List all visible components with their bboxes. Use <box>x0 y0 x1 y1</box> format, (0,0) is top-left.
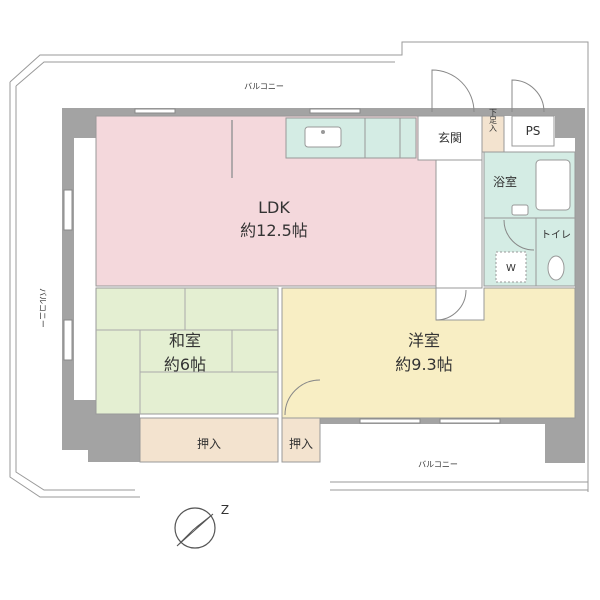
wash-door <box>503 219 535 251</box>
entry-door <box>431 69 475 113</box>
genkan-label: 玄関 <box>438 130 462 145</box>
yoshitsu-name: 洋室 <box>408 331 440 350</box>
balcony-outline <box>9 41 589 498</box>
washitsu-room <box>95 287 279 415</box>
yoshitsu-room <box>281 287 576 419</box>
toilet-icon <box>547 255 565 281</box>
compass-label: Z <box>221 503 229 517</box>
washer-space <box>495 251 527 283</box>
balcony-top-label: バルコニー <box>244 82 284 91</box>
tatami-lines <box>96 288 278 414</box>
windows <box>63 108 501 424</box>
bath-label: 浴室 <box>493 174 517 189</box>
ldk-name: LDK <box>258 198 290 217</box>
ps-label: PS <box>526 124 541 138</box>
hall <box>435 159 483 289</box>
washitsu-size: 約6帖 <box>164 355 206 374</box>
toilet-label: トイレ <box>541 230 571 241</box>
ldk-size: 約12.5帖 <box>240 221 308 240</box>
compass-icon: Z <box>174 503 229 549</box>
balcony-bottom-label: バルコニー <box>418 460 458 469</box>
sink-icon <box>304 126 342 148</box>
balcony-left-label: バルコニー <box>38 288 47 328</box>
yoshitsu-door <box>435 289 467 321</box>
kitchen-counter <box>285 117 417 159</box>
closet-1 <box>139 417 279 463</box>
yoshitsu-door-2 <box>284 379 321 416</box>
washer-label: W <box>506 263 516 274</box>
shoe-box-label: 下足入 <box>489 108 498 132</box>
washitsu-name: 和室 <box>169 331 201 350</box>
sink-small-icon <box>511 204 529 216</box>
closet-2-label: 押入 <box>289 437 313 451</box>
genkan-area <box>417 115 483 161</box>
closet-2 <box>281 417 321 463</box>
ps-door <box>511 79 545 113</box>
closet-1-label: 押入 <box>197 437 221 451</box>
bathtub-icon <box>535 159 571 211</box>
ps-box <box>511 115 555 147</box>
yoshitsu-size: 約9.3帖 <box>395 355 452 374</box>
